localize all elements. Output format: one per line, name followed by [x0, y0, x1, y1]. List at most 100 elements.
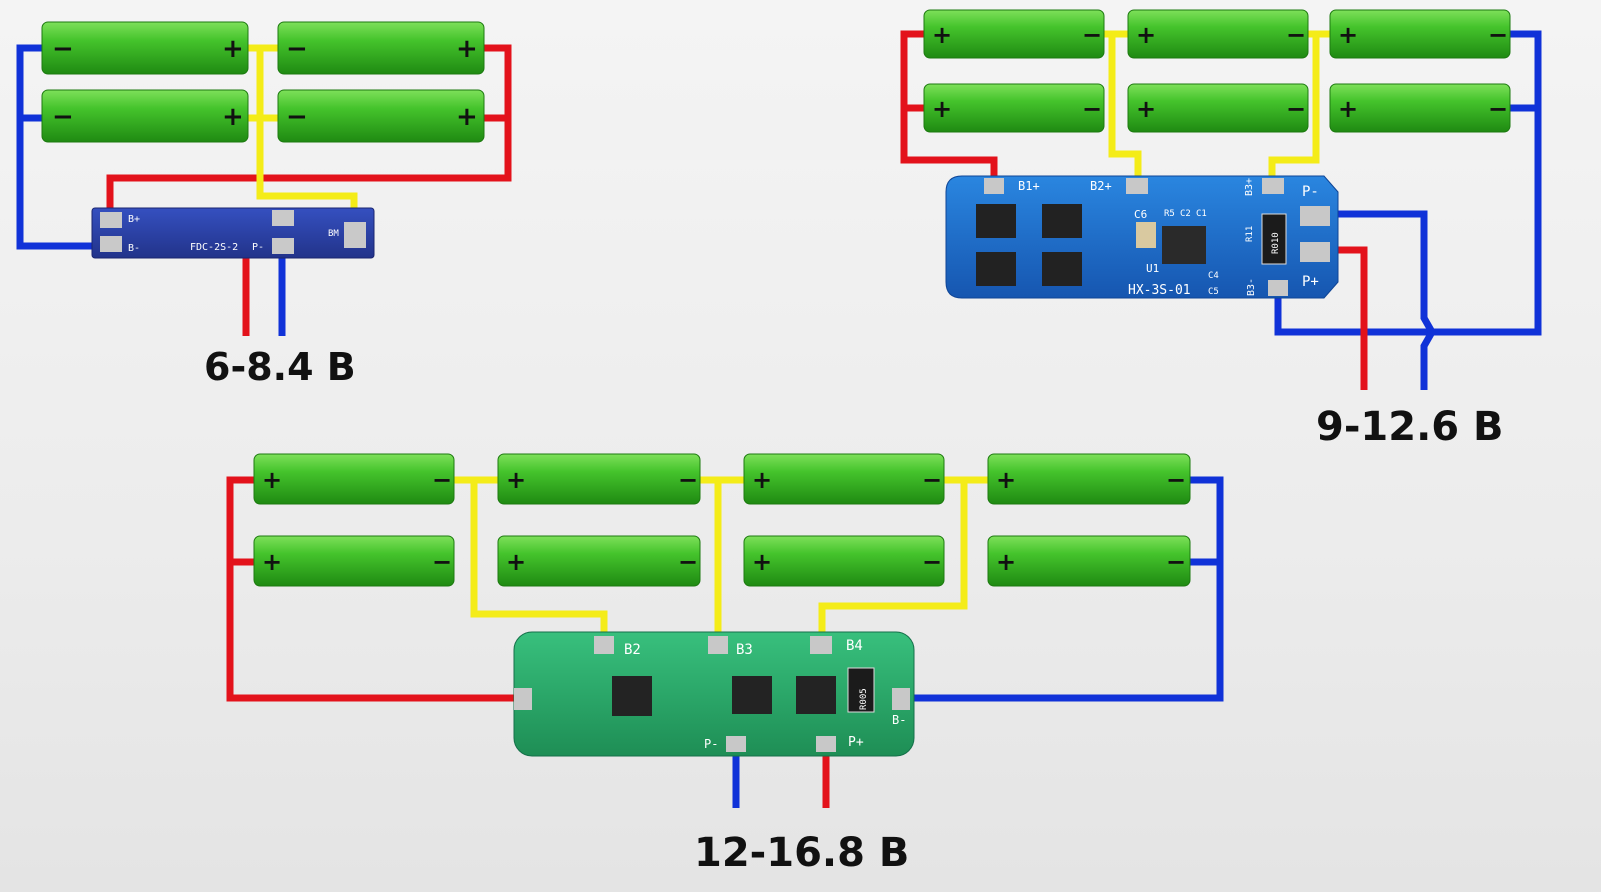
cell-minus-label: − [432, 466, 452, 494]
capacitor [1136, 222, 1156, 248]
pack-4s-cells: + − + − + − + − + − [253, 453, 1191, 587]
wire-4s-balance-3 [818, 480, 968, 648]
cell-plus-label: + [1136, 21, 1156, 49]
cell-plus-label: + [752, 466, 772, 494]
solder-pad [1262, 178, 1284, 194]
pcb-label-c5: C5 [1208, 287, 1219, 297]
battery-cell: − + [41, 21, 249, 75]
pcb-label-c1: C1 [1196, 209, 1207, 219]
wire-3s-b3-minus [1274, 30, 1542, 336]
cell-minus-label: − [286, 102, 308, 132]
solder-pad [816, 736, 836, 752]
cell-plus-label: + [456, 102, 478, 132]
cell-minus-label: − [1166, 548, 1186, 576]
pcb-label-p-plus: P+ [1302, 274, 1319, 290]
cell-plus-label: + [1338, 95, 1358, 123]
pcb-label-p-plus: P+ [848, 735, 864, 750]
pcb-label-model: FDC-2S-2 [190, 242, 238, 253]
bms-board-2s: B+ B- FDC-2S-2 P- BM [91, 207, 375, 259]
solder-pad [100, 212, 122, 228]
voltage-label-2s: 6-8.4 B [204, 345, 356, 389]
pcb-label-b3-plus: B3+ [1244, 178, 1255, 196]
battery-cell: + − [923, 83, 1105, 133]
wire-2s-positive [106, 44, 512, 216]
wire-3s-output-negative [1316, 210, 1437, 390]
pcb-label-r010: R010 [1271, 232, 1281, 254]
cell-minus-label: − [1286, 21, 1306, 49]
solder-pad [272, 238, 294, 254]
solder-pad [1126, 178, 1148, 194]
pcb-label-p-minus: P- [704, 737, 718, 751]
mosfet-chip [796, 676, 836, 714]
voltage-label-4s: 12-16.8 B [694, 830, 909, 876]
cell-minus-label: − [922, 548, 942, 576]
battery-cell: + − [1127, 83, 1309, 133]
cell-plus-label: + [456, 34, 478, 64]
cell-plus-label: + [222, 34, 244, 64]
mosfet-chip [976, 252, 1016, 286]
pack-4s: + − + − + − + − + − [226, 453, 1224, 876]
solder-pad [984, 178, 1004, 194]
cell-plus-label: + [506, 466, 526, 494]
pack-3s-wires [900, 30, 1542, 390]
solder-pad [272, 210, 294, 226]
cell-minus-label: − [922, 466, 942, 494]
cell-plus-label: + [222, 102, 244, 132]
cell-minus-label: − [52, 102, 74, 132]
mosfet-chip [1042, 204, 1082, 238]
cell-minus-label: − [1166, 466, 1186, 494]
pcb-label-u1: U1 [1146, 262, 1159, 275]
wire-4s-negative [904, 476, 1224, 702]
solder-pad [514, 688, 532, 710]
battery-cell: + − [497, 453, 701, 505]
battery-cell: + − [1329, 9, 1511, 59]
solder-pad [594, 636, 614, 654]
solder-pad [1300, 206, 1330, 226]
pcb-label-b2: B2 [624, 642, 641, 658]
pcb-label-r11: R11 [1245, 226, 1255, 242]
cell-plus-label: + [752, 548, 772, 576]
cell-minus-label: − [1082, 95, 1102, 123]
pcb-label-b-minus: B- [892, 713, 906, 727]
pack-3s: + − + − + − + − + − [900, 9, 1542, 450]
solder-pad [344, 222, 366, 248]
pack-2s: − + − + − + − + [16, 21, 512, 389]
solder-pad [1300, 242, 1330, 262]
pack-4s-wires [226, 476, 1224, 808]
battery-cell: + − [987, 535, 1191, 587]
bms-board-3s: B1+ B2+ B3+ B3- P- P+ HX-3S-01 C6 R5 C2 … [945, 175, 1339, 299]
protection-ic [1162, 226, 1206, 264]
solder-pad [100, 236, 122, 252]
battery-cell: + − [987, 453, 1191, 505]
mosfet-chip [976, 204, 1016, 238]
pcb-label-r5: R5 [1164, 209, 1175, 219]
shunt-resistor [847, 667, 875, 713]
pcb-label-c6: C6 [1134, 208, 1147, 221]
battery-cell: + − [497, 535, 701, 587]
wire-4s-positive [226, 476, 524, 702]
mosfet-chip [1042, 252, 1082, 286]
pcb-label-p-minus: P- [1302, 184, 1319, 200]
solder-pad [1268, 280, 1288, 296]
protection-ic [612, 676, 652, 716]
cell-plus-label: + [262, 548, 282, 576]
cell-minus-label: − [678, 548, 698, 576]
wire-2s-output-negative [278, 242, 286, 336]
solder-pad [892, 688, 910, 710]
pcb-label-c2: C2 [1180, 209, 1191, 219]
pcb-label-r005: R005 [859, 688, 869, 710]
cell-minus-label: − [52, 34, 74, 64]
cell-plus-label: + [996, 548, 1016, 576]
battery-cell: + − [1329, 83, 1511, 133]
pcb-label-b-minus: B- [128, 243, 140, 254]
pcb-label-b1-plus: B1+ [1018, 179, 1040, 193]
pcb-label-model: HX-3S-01 [1128, 283, 1191, 298]
pcb-label-b4: B4 [846, 638, 863, 654]
mosfet-chip [732, 676, 772, 714]
wire-2s-negative [16, 44, 108, 250]
cell-plus-label: + [262, 466, 282, 494]
pcb-label-b-plus: B+ [128, 214, 140, 225]
voltage-label-3s: 9-12.6 B [1316, 404, 1504, 450]
shunt-resistor [1261, 213, 1287, 265]
